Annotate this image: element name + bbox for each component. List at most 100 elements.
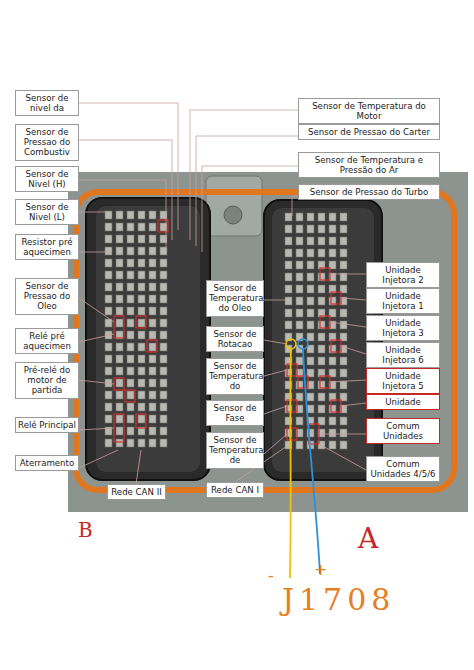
- label-box: Sensor de Temperatura do Oleo: [206, 280, 264, 317]
- label-text: Rede CAN II: [110, 487, 163, 497]
- pin-highlight: [331, 340, 341, 352]
- label-box: Sensor de Pressao do Carter: [298, 124, 440, 140]
- pin-highlight: [309, 424, 319, 444]
- label-box: Relé Principal: [15, 417, 79, 433]
- pin-highlight: [320, 376, 330, 388]
- label-text: Pré-relé do motor de partida: [18, 365, 76, 396]
- leader-line: [341, 298, 366, 300]
- label-box: Relé pré aquecimen: [15, 328, 79, 354]
- label-box: Unidade Injetora 3: [366, 315, 440, 341]
- label-box: Unidade Injetora 2: [366, 262, 440, 288]
- label-box: Unidade Injetora 6: [366, 342, 440, 368]
- label-text: Relé pré aquecimen: [18, 331, 76, 351]
- blue-wire: [303, 349, 320, 574]
- pin-highlight: [114, 378, 124, 390]
- label-box: Sensor de Rotacao: [206, 326, 264, 352]
- pin-marker-blue: [298, 339, 308, 349]
- label-text: Unidade Injetora 6: [369, 345, 437, 365]
- handwritten-label: +: [314, 560, 327, 579]
- label-text: Aterramento: [18, 458, 76, 468]
- label-text: Sensor de Temperatura e Pressão do Ar: [301, 155, 437, 175]
- leader-line: [319, 444, 366, 470]
- connector-b-face: [96, 206, 200, 472]
- label-box: Sensor de Fase: [206, 400, 264, 426]
- label-text: Unidade Injetora 2: [369, 265, 437, 285]
- connector-a-face: [272, 208, 374, 472]
- label-box: Sensor de Pressao do Turbo: [298, 184, 440, 200]
- pin-highlight: [287, 428, 297, 440]
- label-box: Sensor de nivel da: [15, 90, 79, 116]
- label-box: Sensor de Temperatura e Pressão do Ar: [298, 152, 440, 178]
- latch-hole: [224, 206, 242, 224]
- label-text: Resistor pré aquecimen: [18, 237, 76, 257]
- pin-highlight: [320, 268, 330, 280]
- label-text: Sensor de Rotacao: [209, 329, 261, 349]
- leader-line: [330, 322, 366, 327]
- handwritten-label: A: [358, 522, 378, 555]
- connector-a-housing: [264, 200, 382, 480]
- label-text: Unidade Injetora 3: [369, 318, 437, 338]
- label-box: Aterramento: [15, 455, 79, 471]
- leader-line: [319, 434, 366, 435]
- label-box: Sensor de Temperatura do Motor: [298, 98, 440, 124]
- pin-highlight: [287, 364, 297, 376]
- pin-highlight: [114, 414, 124, 442]
- label-box: Comum Unidades 4/5/6: [366, 456, 440, 482]
- latch: [206, 176, 262, 236]
- label-box: Unidade Injetora 5: [366, 368, 440, 394]
- leader-line: [264, 434, 287, 454]
- label-text: Unidade: [369, 397, 437, 407]
- leader-line: [79, 180, 166, 250]
- label-text: Sensor de Pressao do Oleo: [18, 281, 76, 312]
- leader-line: [79, 212, 106, 213]
- leader-line: [330, 380, 366, 382]
- leader-line: [264, 300, 287, 301]
- leader-line: [79, 380, 114, 384]
- leader-line: [341, 346, 366, 354]
- pin-highlight: [331, 400, 341, 412]
- label-text: Sensor de Temperatura do Oleo: [209, 283, 261, 314]
- leader-line: [196, 136, 298, 246]
- leader-line: [79, 298, 114, 322]
- pin-marker-yellow: [286, 339, 296, 349]
- leader-line: [79, 252, 110, 253]
- yellow-wire: [290, 349, 291, 578]
- label-text: Sensor de Temperatura do: [209, 361, 261, 392]
- label-text: Sensor de Temperatura de: [209, 435, 261, 466]
- leader-line: [79, 103, 178, 230]
- label-text: Sensor de Pressao do Carter: [301, 127, 437, 137]
- pin-highlight: [298, 376, 308, 388]
- pin-highlight: [136, 316, 146, 328]
- label-box: Unidade: [366, 394, 440, 410]
- orange-gasket: [76, 192, 454, 490]
- handwritten-label: -: [268, 566, 274, 585]
- leader-line: [79, 334, 114, 342]
- label-box: Rede CAN I: [206, 482, 264, 498]
- label-box: Rede CAN II: [107, 484, 166, 500]
- leader-line: [79, 428, 114, 430]
- handwritten-label: J1708: [282, 582, 395, 617]
- label-box: Sensor de Nivel (H): [15, 166, 79, 192]
- leader-line: [264, 340, 287, 344]
- leader-line: [341, 403, 366, 406]
- pin-highlight: [287, 400, 297, 412]
- label-text: Sensor de Temperatura do Motor: [301, 101, 437, 121]
- handwritten-label: B: [78, 518, 93, 542]
- label-text: Sensor de Fase: [209, 403, 261, 423]
- label-box: Pré-relé do motor de partida: [15, 362, 79, 399]
- pin-highlight: [320, 316, 330, 328]
- label-text: Rede CAN I: [209, 485, 261, 495]
- leader-line: [330, 274, 366, 275]
- leader-line: [190, 110, 298, 240]
- pin-highlight: [114, 316, 124, 338]
- pin-highlight: [158, 220, 168, 232]
- label-text: Sensor de Pressao do Turbo: [301, 187, 437, 197]
- label-box: Sensor de Pressao do Combustiv: [15, 124, 79, 161]
- label-text: Sensor de Nivel (L): [18, 202, 76, 222]
- pin-highlight: [331, 292, 341, 304]
- label-text: Sensor de Pressao do Combustiv: [18, 127, 76, 158]
- label-text: Unidade Injetora 1: [369, 291, 437, 311]
- leader-line: [79, 140, 172, 240]
- label-box: Sensor de Temperatura de: [206, 432, 264, 469]
